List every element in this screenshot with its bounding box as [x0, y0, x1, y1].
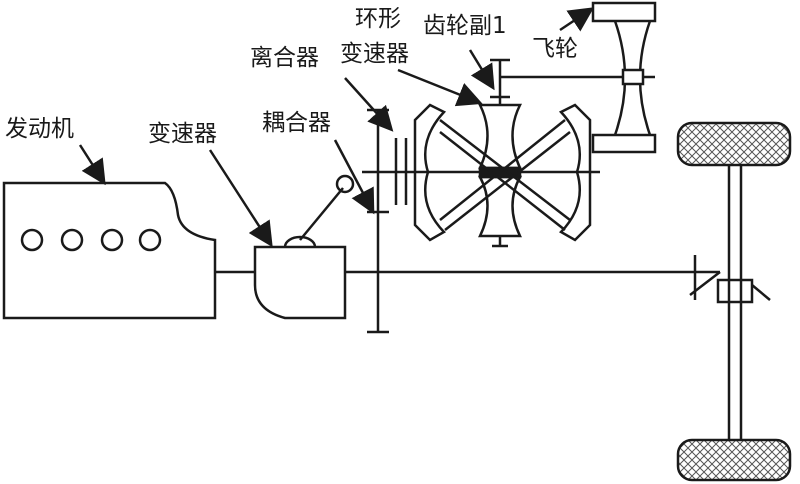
- wheel-bottom: [676, 438, 792, 482]
- coupler: [367, 108, 389, 334]
- transmission: [253, 174, 355, 320]
- flywheel: [591, 1, 657, 154]
- label-clutch: 离合器: [250, 45, 319, 71]
- label-toroidal-line2: 变速器: [340, 41, 409, 67]
- wheel-top: [676, 121, 792, 167]
- label-gear-pair: 齿轮副1: [423, 13, 507, 39]
- toroidal-cvt: [413, 103, 592, 248]
- engine: [2, 181, 217, 320]
- leader-arrows: [78, 7, 595, 248]
- label-toroidal-line1: 环形: [355, 6, 401, 32]
- label-transmission: 变速器: [148, 121, 217, 147]
- final-drive: [689, 165, 771, 440]
- label-engine: 发动机: [5, 116, 74, 142]
- label-coupler: 耦合器: [262, 110, 331, 136]
- label-flywheel: 飞轮: [532, 36, 578, 62]
